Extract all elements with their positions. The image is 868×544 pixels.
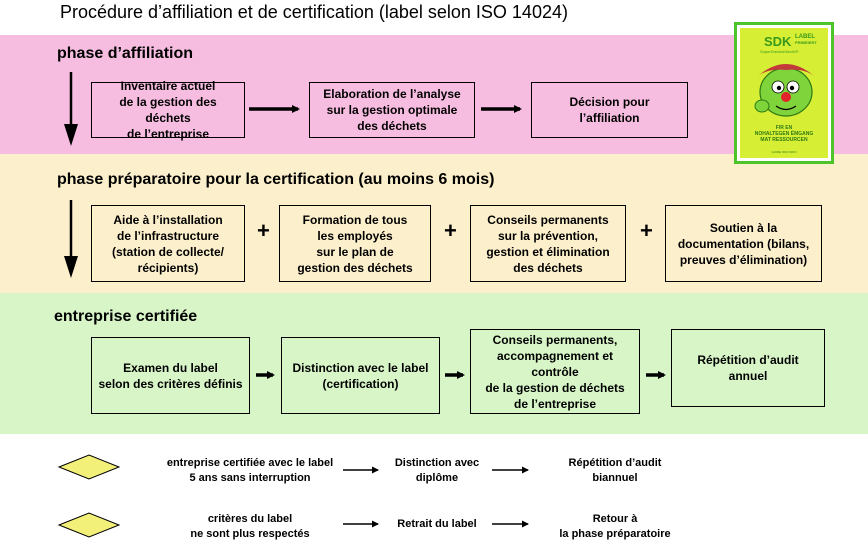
page-title: Procédure d’affiliation et de certificat… — [60, 2, 568, 22]
sdk-label-card: SDK LABEL PRIMEIERT SuperDrecksKëscht® F… — [734, 22, 834, 164]
legend-step-1: Distinction avec diplôme — [394, 457, 480, 484]
ongoing-control-box: Conseils permanents, accompagnement et c… — [470, 329, 640, 414]
sdk-tagline-text: SuperDrecksKëscht® — [760, 49, 799, 54]
affiliation-decision-box: Décision pour l’affiliation — [531, 82, 688, 138]
annual-audit-box: Répétition d’audit annuel — [671, 329, 825, 407]
legend-result-2: Retour à la phase préparatoire — [559, 513, 671, 540]
sdk-mascot-icon — [754, 64, 814, 117]
training-box: Formation de tous les employés sur le pl… — [279, 205, 431, 282]
sdk-footer-text: GUIDE OKO INFO — [771, 150, 797, 154]
plus-sign-3: + — [640, 218, 653, 243]
prevention-advice-box: Conseils permanents sur la prévention, g… — [470, 205, 626, 282]
certified-phase-title: entreprise certifiée — [54, 308, 198, 325]
preparatory-down-arrow — [64, 200, 78, 278]
preparatory-phase-title: phase préparatoire pour la certification… — [57, 171, 495, 188]
legend-condition-2: critères du label ne sont plus respectés — [190, 513, 310, 540]
sdk-brand-text: SDK — [764, 34, 792, 49]
affiliation-phase-title: phase d’affiliation — [57, 45, 194, 62]
sdk-label-inner: SDK LABEL PRIMEIERT SuperDrecksKëscht® F… — [740, 28, 828, 158]
legend-step-2: Retrait du label — [397, 518, 477, 530]
legend-condition-1: entreprise certifiée avec le label 5 ans… — [166, 457, 334, 484]
label-distinction-box: Distinction avec le label (certification… — [281, 337, 440, 414]
plus-sign-2: + — [444, 218, 457, 243]
plus-sign-1: + — [257, 218, 270, 243]
inventory-box: Inventaire actuel de la gestion des déch… — [91, 79, 245, 141]
infrastructure-box: Aide à l’installation de l’infrastructur… — [91, 205, 245, 282]
sdk-word-text: LABEL — [795, 34, 815, 40]
affiliation-down-arrow — [64, 72, 78, 146]
legend-diamond-2 — [57, 512, 121, 538]
label-exam-box: Examen du label selon des critères défin… — [91, 337, 250, 414]
legend-result-1: Répétition d’audit biannuel — [568, 457, 662, 484]
legend-diamond-1 — [57, 454, 121, 480]
documentation-box: Soutien à la documentation (bilans, preu… — [665, 205, 822, 282]
analysis-box: Elaboration de l’analyse sur la gestion … — [309, 82, 475, 138]
sdk-subword-text: PRIMEIERT — [795, 40, 817, 45]
sdk-slogan-text: FIR EN NOHALTEGEN ËMGANG MAT RESSOURCEN — [754, 125, 814, 143]
